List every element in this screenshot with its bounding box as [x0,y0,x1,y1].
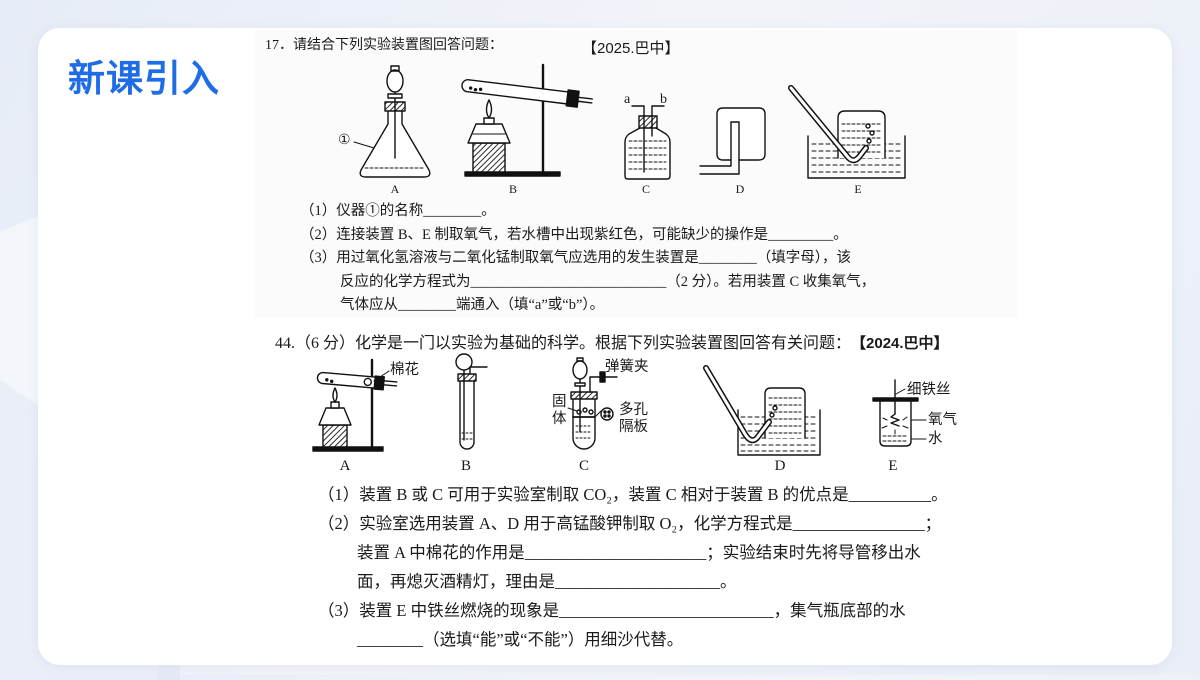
apparatus-label-e: E [888,458,898,474]
question-17-line: （1）仪器①的名称________。 [300,203,496,219]
question-44-apparatus-figure [312,353,927,456]
apparatus-label-a: A [390,182,400,196]
apparatus-label-c: C [578,458,589,474]
question-44-line: （3）装置 E 中铁丝燃烧的现象是_______________________… [318,601,906,620]
instrument-1-callout: ① [338,133,351,148]
apparatus-label-d: D [735,182,745,196]
apparatus-b-heating-setup-drawing [461,63,593,177]
apparatus-d-gas-collecting-bottle-drawing [699,107,766,175]
question-17-line: （2）连接装置 B、E 制取氧气，若水槽中出现紫红色，可能缺少的操作是_____… [300,227,848,243]
apparatus-e-water-trough-drawing [788,85,906,179]
question-17-line: 反应的化学方程式为___________________________（2 分… [340,274,876,290]
porous-plate-callout: 多孔隔板 [619,402,648,435]
apparatus-e-iron-wire-combustion-drawing [872,379,927,447]
apparatus-d-water-trough-drawing [703,365,821,456]
question-17-heading: 17．请结合下列实验装置图回答问题： [265,38,503,53]
question-44-heading-row: 44.（6 分）化学是一门以实验为基础的科学。根据下列实验装置图回答有关问题： … [275,333,949,355]
apparatus-c-porous-plate-tube-drawing [567,357,618,450]
water-callout: 水 [928,431,943,447]
question-17-source: 【2025.巴中】 [582,40,680,57]
question-44-panel: 44.（6 分）化学是一门以实验为基础的科学。根据下列实验装置图回答有关问题： … [255,322,1022,660]
question-44-line: ________（选填“能”或“不能”）用细沙代替。 [357,630,684,649]
question-44-line: 装置 A 中棉花的作用是______________________；实验结束时… [357,543,921,562]
solid-callout: 固体 [552,394,567,427]
question-17-panel: 17．请结合下列实验装置图回答问题： 【2025.巴中】 ① a b A B C… [255,30,1017,318]
spring-clip-callout: 弹簧夹 [605,359,649,375]
apparatus-c-gas-washing-bottle-drawing [624,105,671,180]
question-44-line: （1）装置 B 或 C 可用于实验室制取 CO₂，装置 C 相对于装置 B 的优… [318,485,948,504]
iron-wire-callout: 细铁丝 [907,382,951,398]
apparatus-label-b: B [460,458,471,474]
question-17-line: 气体应从________端通入（填“a”或“b”）。 [340,297,605,313]
apparatus-label-c: C [641,182,650,196]
cotton-callout: 棉花 [390,362,419,378]
apparatus-label-a: A [339,458,351,474]
oxygen-callout: 氧气 [928,412,957,428]
apparatus-label-d: D [774,458,786,474]
question-44-line: （2）实验室选用装置 A、D 用于高锰酸钾制取 O₂，化学方程式是_______… [318,514,942,533]
slide-title: 新课引入 [68,58,220,99]
question-17-apparatus-figure [353,63,906,180]
port-b-callout: b [660,92,667,107]
apparatus-label-e: E [854,182,862,196]
question-17-line: （3）用过氧化氢溶液与二氧化锰制取氧气应选用的发生装置是________（填字母… [300,250,851,266]
port-a-callout: a [624,92,631,107]
apparatus-label-b: B [508,182,517,196]
apparatus-b-test-tube-drawing [455,353,488,450]
question-44-heading: 44.（6 分）化学是一门以实验为基础的科学。根据下列实验装置图回答有关问题： [275,335,852,352]
apparatus-a-heating-setup-drawing [312,358,398,452]
apparatus-a-conical-flask-drawing [353,65,431,178]
question-44-line: 面，再熄灭酒精灯，理由是____________________。 [357,572,737,591]
question-44-source: 【2024.巴中】 [851,335,949,352]
